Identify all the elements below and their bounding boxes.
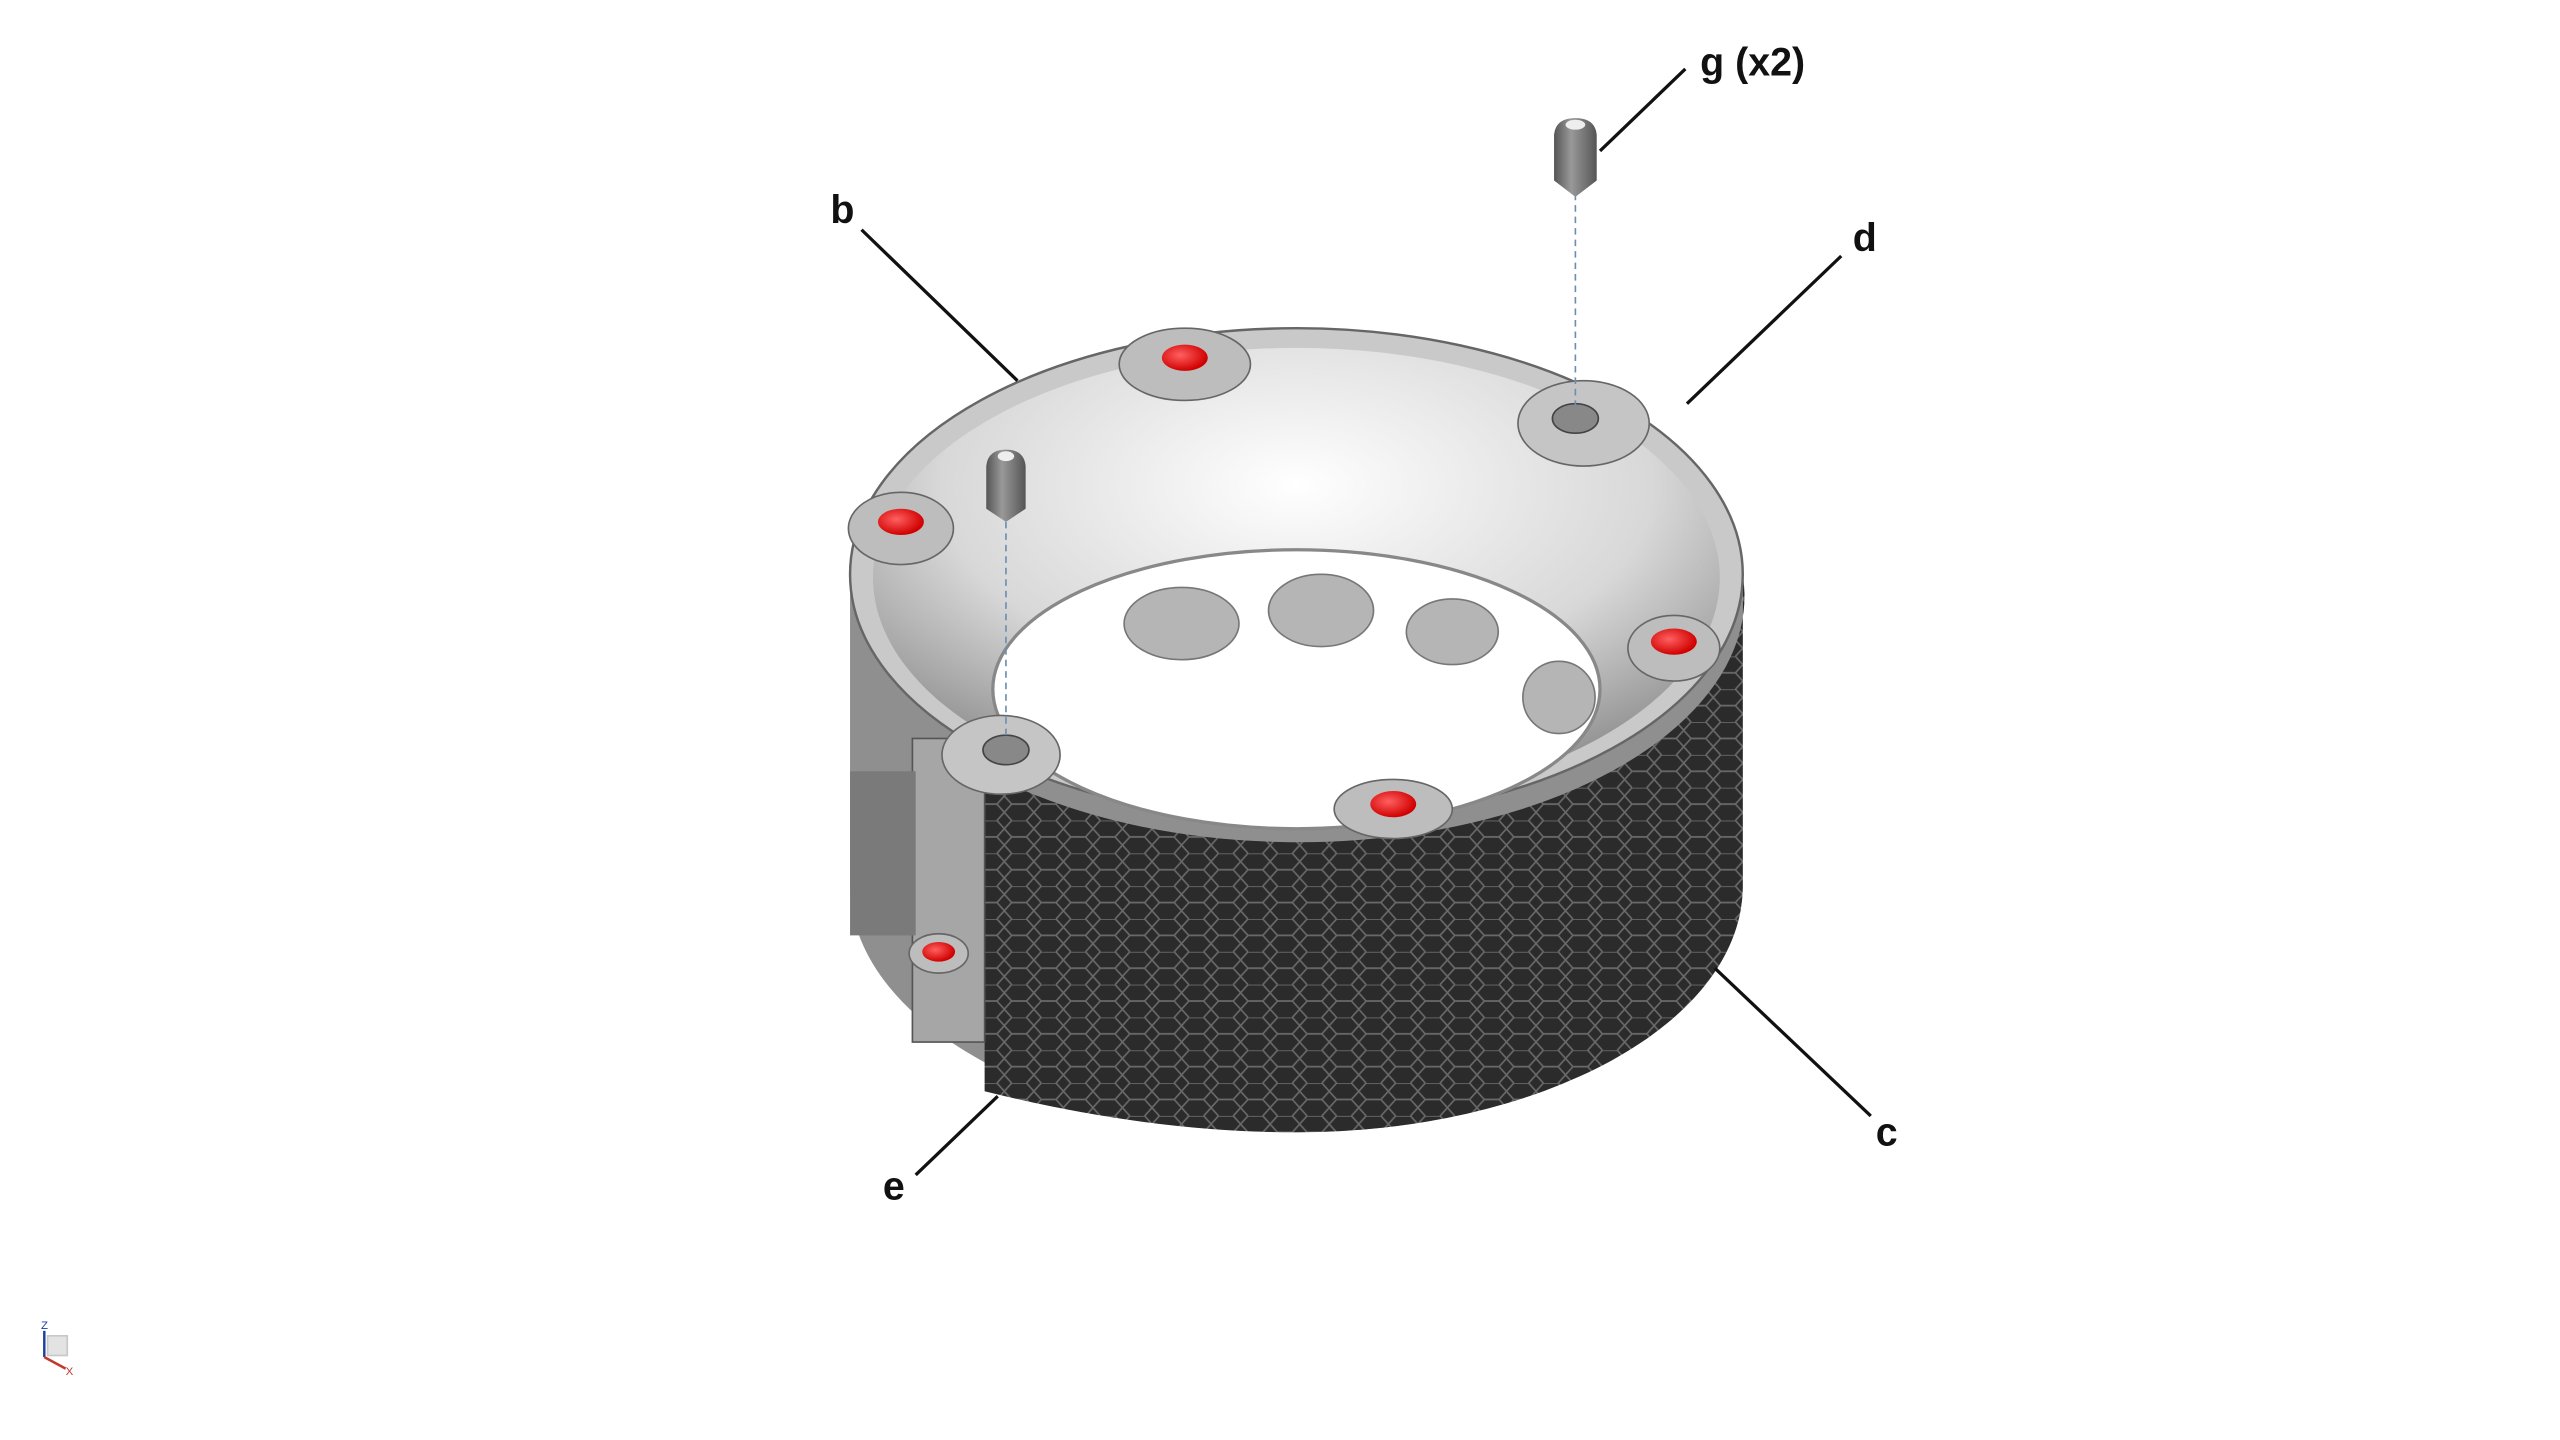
z-axis-label: Z bbox=[41, 1320, 48, 1332]
callout-g: g (x2) bbox=[1700, 40, 1805, 84]
callout-d: d bbox=[1853, 216, 1877, 260]
callout-b: b bbox=[830, 188, 854, 232]
callouts bbox=[860, 67, 1872, 1177]
highlight-dot bbox=[877, 508, 924, 535]
pin-g-2 bbox=[986, 449, 1026, 522]
pin-hole bbox=[1551, 402, 1600, 435]
inner-lobes bbox=[1123, 573, 1596, 735]
axis-triad[interactable]: Z X bbox=[41, 1320, 74, 1378]
callout-c: c bbox=[1876, 1110, 1898, 1154]
highlight-dot bbox=[1161, 344, 1208, 371]
highlight-dot bbox=[922, 941, 956, 962]
leader-g bbox=[1598, 67, 1687, 153]
pin-g-1 bbox=[1554, 118, 1597, 197]
hex-textured-band bbox=[984, 574, 1745, 1133]
leader-e bbox=[914, 1095, 999, 1177]
highlight-dot bbox=[1650, 628, 1697, 655]
pin-hole bbox=[982, 734, 1030, 766]
highlight-dot bbox=[1370, 790, 1417, 818]
x-axis-label: X bbox=[66, 1366, 74, 1378]
x-axis-icon bbox=[43, 1356, 67, 1370]
locating-pins bbox=[986, 118, 1597, 742]
leader-b bbox=[860, 228, 1019, 382]
leader-c bbox=[1713, 967, 1872, 1118]
leader-d bbox=[1685, 254, 1843, 405]
ring-body bbox=[848, 326, 1745, 1133]
mounting-bosses bbox=[847, 327, 1721, 974]
callout-e: e bbox=[883, 1165, 905, 1209]
